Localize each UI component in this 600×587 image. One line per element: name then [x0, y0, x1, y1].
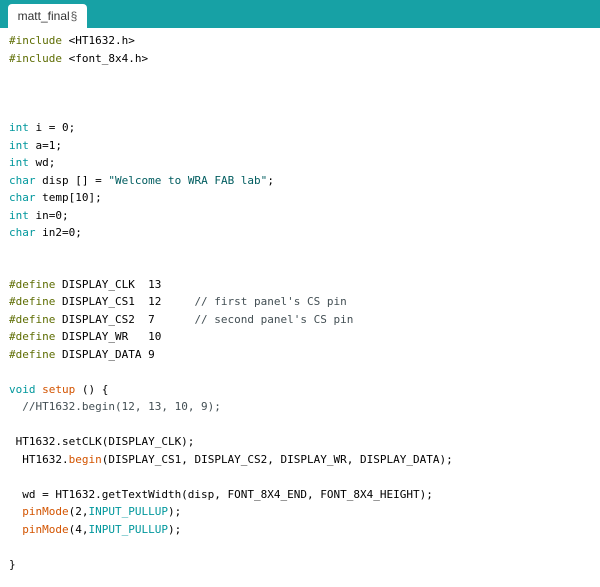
code-text: disp [] =	[35, 174, 109, 187]
code-text: wd;	[28, 156, 56, 169]
code-text: HT1632.	[9, 453, 69, 466]
preprocessor-token: #define	[9, 313, 56, 326]
keyword-token: int	[9, 156, 29, 169]
code-text: <font_8x4.h>	[61, 52, 149, 65]
tab-matt-final[interactable]: matt_final§	[8, 4, 87, 28]
function-token: pinMode	[22, 523, 69, 536]
code-text	[9, 505, 22, 518]
code-line-char-disp: char disp [] = "Welcome to WRA FAB lab";	[9, 172, 274, 190]
code-text: ;	[267, 174, 274, 187]
code-text: (DISPLAY_CS1, DISPLAY_CS2, DISPLAY_WR, D…	[101, 453, 453, 466]
code-text: i = 0;	[28, 121, 76, 134]
code-text: (4,	[68, 523, 89, 536]
keyword-token: void	[9, 383, 36, 396]
keyword-token: char	[9, 174, 36, 187]
code-editor[interactable]: #include <HT1632.h> #include <font_8x4.h…	[0, 28, 600, 587]
code-text: DISPLAY_WR 10	[55, 330, 162, 343]
preprocessor-token: #define	[9, 278, 56, 291]
code-text: temp[10];	[35, 191, 102, 204]
code-text: (2,	[68, 505, 89, 518]
preprocessor-token: #define	[9, 348, 56, 361]
code-line-include-ht1632: #include <HT1632.h>	[9, 32, 135, 50]
code-text: <HT1632.h>	[61, 34, 135, 47]
code-line-void-setup: void setup () {	[9, 381, 108, 399]
preprocessor-token: #define	[9, 295, 56, 308]
preprocessor-token: #include	[9, 52, 62, 65]
function-token: begin	[68, 453, 102, 466]
code-line-comment-begin: //HT1632.begin(12, 13, 10, 9);	[9, 398, 221, 416]
keyword-token: int	[9, 209, 29, 222]
tab-bar: matt_final§	[0, 0, 600, 28]
code-line-define-data: #define DISPLAY_DATA 9	[9, 346, 155, 364]
code-text	[9, 400, 22, 413]
code-text: wd = HT1632.getTextWidth(disp, FONT_8X4_…	[9, 488, 433, 501]
code-line-define-cs2: #define DISPLAY_CS2 7 // second panel's …	[9, 311, 353, 329]
code-text	[9, 523, 22, 536]
code-line-gettextwidth: wd = HT1632.getTextWidth(disp, FONT_8X4_…	[9, 486, 433, 504]
code-line-define-clk: #define DISPLAY_CLK 13	[9, 276, 161, 294]
string-literal: "Welcome to WRA FAB lab"	[108, 174, 268, 187]
code-line-char-in2: char in2=0;	[9, 224, 82, 242]
code-text: () {	[75, 383, 109, 396]
code-text: }	[9, 558, 16, 571]
code-line-int-wd: int wd;	[9, 154, 55, 172]
code-text: HT1632.setCLK(DISPLAY_CLK);	[9, 435, 195, 448]
code-comment: // first panel's CS pin	[194, 295, 347, 308]
constant-token: INPUT_PULLUP	[88, 505, 168, 518]
code-line-begin: HT1632.begin(DISPLAY_CS1, DISPLAY_CS2, D…	[9, 451, 453, 469]
code-text: DISPLAY_CLK 13	[55, 278, 162, 291]
code-line-close-brace: }	[9, 556, 16, 574]
code-text: );	[167, 505, 182, 518]
code-text: DISPLAY_DATA 9	[55, 348, 155, 361]
code-text: );	[167, 523, 182, 536]
code-text: a=1;	[28, 139, 62, 152]
modified-marker: §	[70, 9, 78, 23]
preprocessor-token: #define	[9, 330, 56, 343]
code-text: DISPLAY_CS2 7	[55, 313, 195, 326]
code-text: in=0;	[28, 209, 69, 222]
code-line-define-wr: #define DISPLAY_WR 10	[9, 328, 161, 346]
keyword-token: int	[9, 139, 29, 152]
function-token: setup	[42, 383, 76, 396]
code-comment: // second panel's CS pin	[194, 313, 354, 326]
code-line-int-i: int i = 0;	[9, 119, 75, 137]
code-line-setclk: HT1632.setCLK(DISPLAY_CLK);	[9, 433, 195, 451]
code-line-define-cs1: #define DISPLAY_CS1 12 // first panel's …	[9, 293, 347, 311]
code-line-int-a: int a=1;	[9, 137, 62, 155]
keyword-token: char	[9, 191, 36, 204]
code-comment: //HT1632.begin(12, 13, 10, 9);	[22, 400, 221, 413]
code-text: in2=0;	[35, 226, 82, 239]
code-line-pinmode-4: pinMode(4,INPUT_PULLUP);	[9, 521, 181, 539]
function-token: pinMode	[22, 505, 69, 518]
tab-name: matt_final	[17, 9, 70, 23]
code-line-char-temp: char temp[10];	[9, 189, 102, 207]
code-line-pinmode-2: pinMode(2,INPUT_PULLUP);	[9, 503, 181, 521]
keyword-token: char	[9, 226, 36, 239]
keyword-token: int	[9, 121, 29, 134]
code-line-include-font: #include <font_8x4.h>	[9, 50, 148, 68]
preprocessor-token: #include	[9, 34, 62, 47]
code-line-int-in: int in=0;	[9, 207, 69, 225]
code-text: DISPLAY_CS1 12	[55, 295, 195, 308]
constant-token: INPUT_PULLUP	[88, 523, 168, 536]
